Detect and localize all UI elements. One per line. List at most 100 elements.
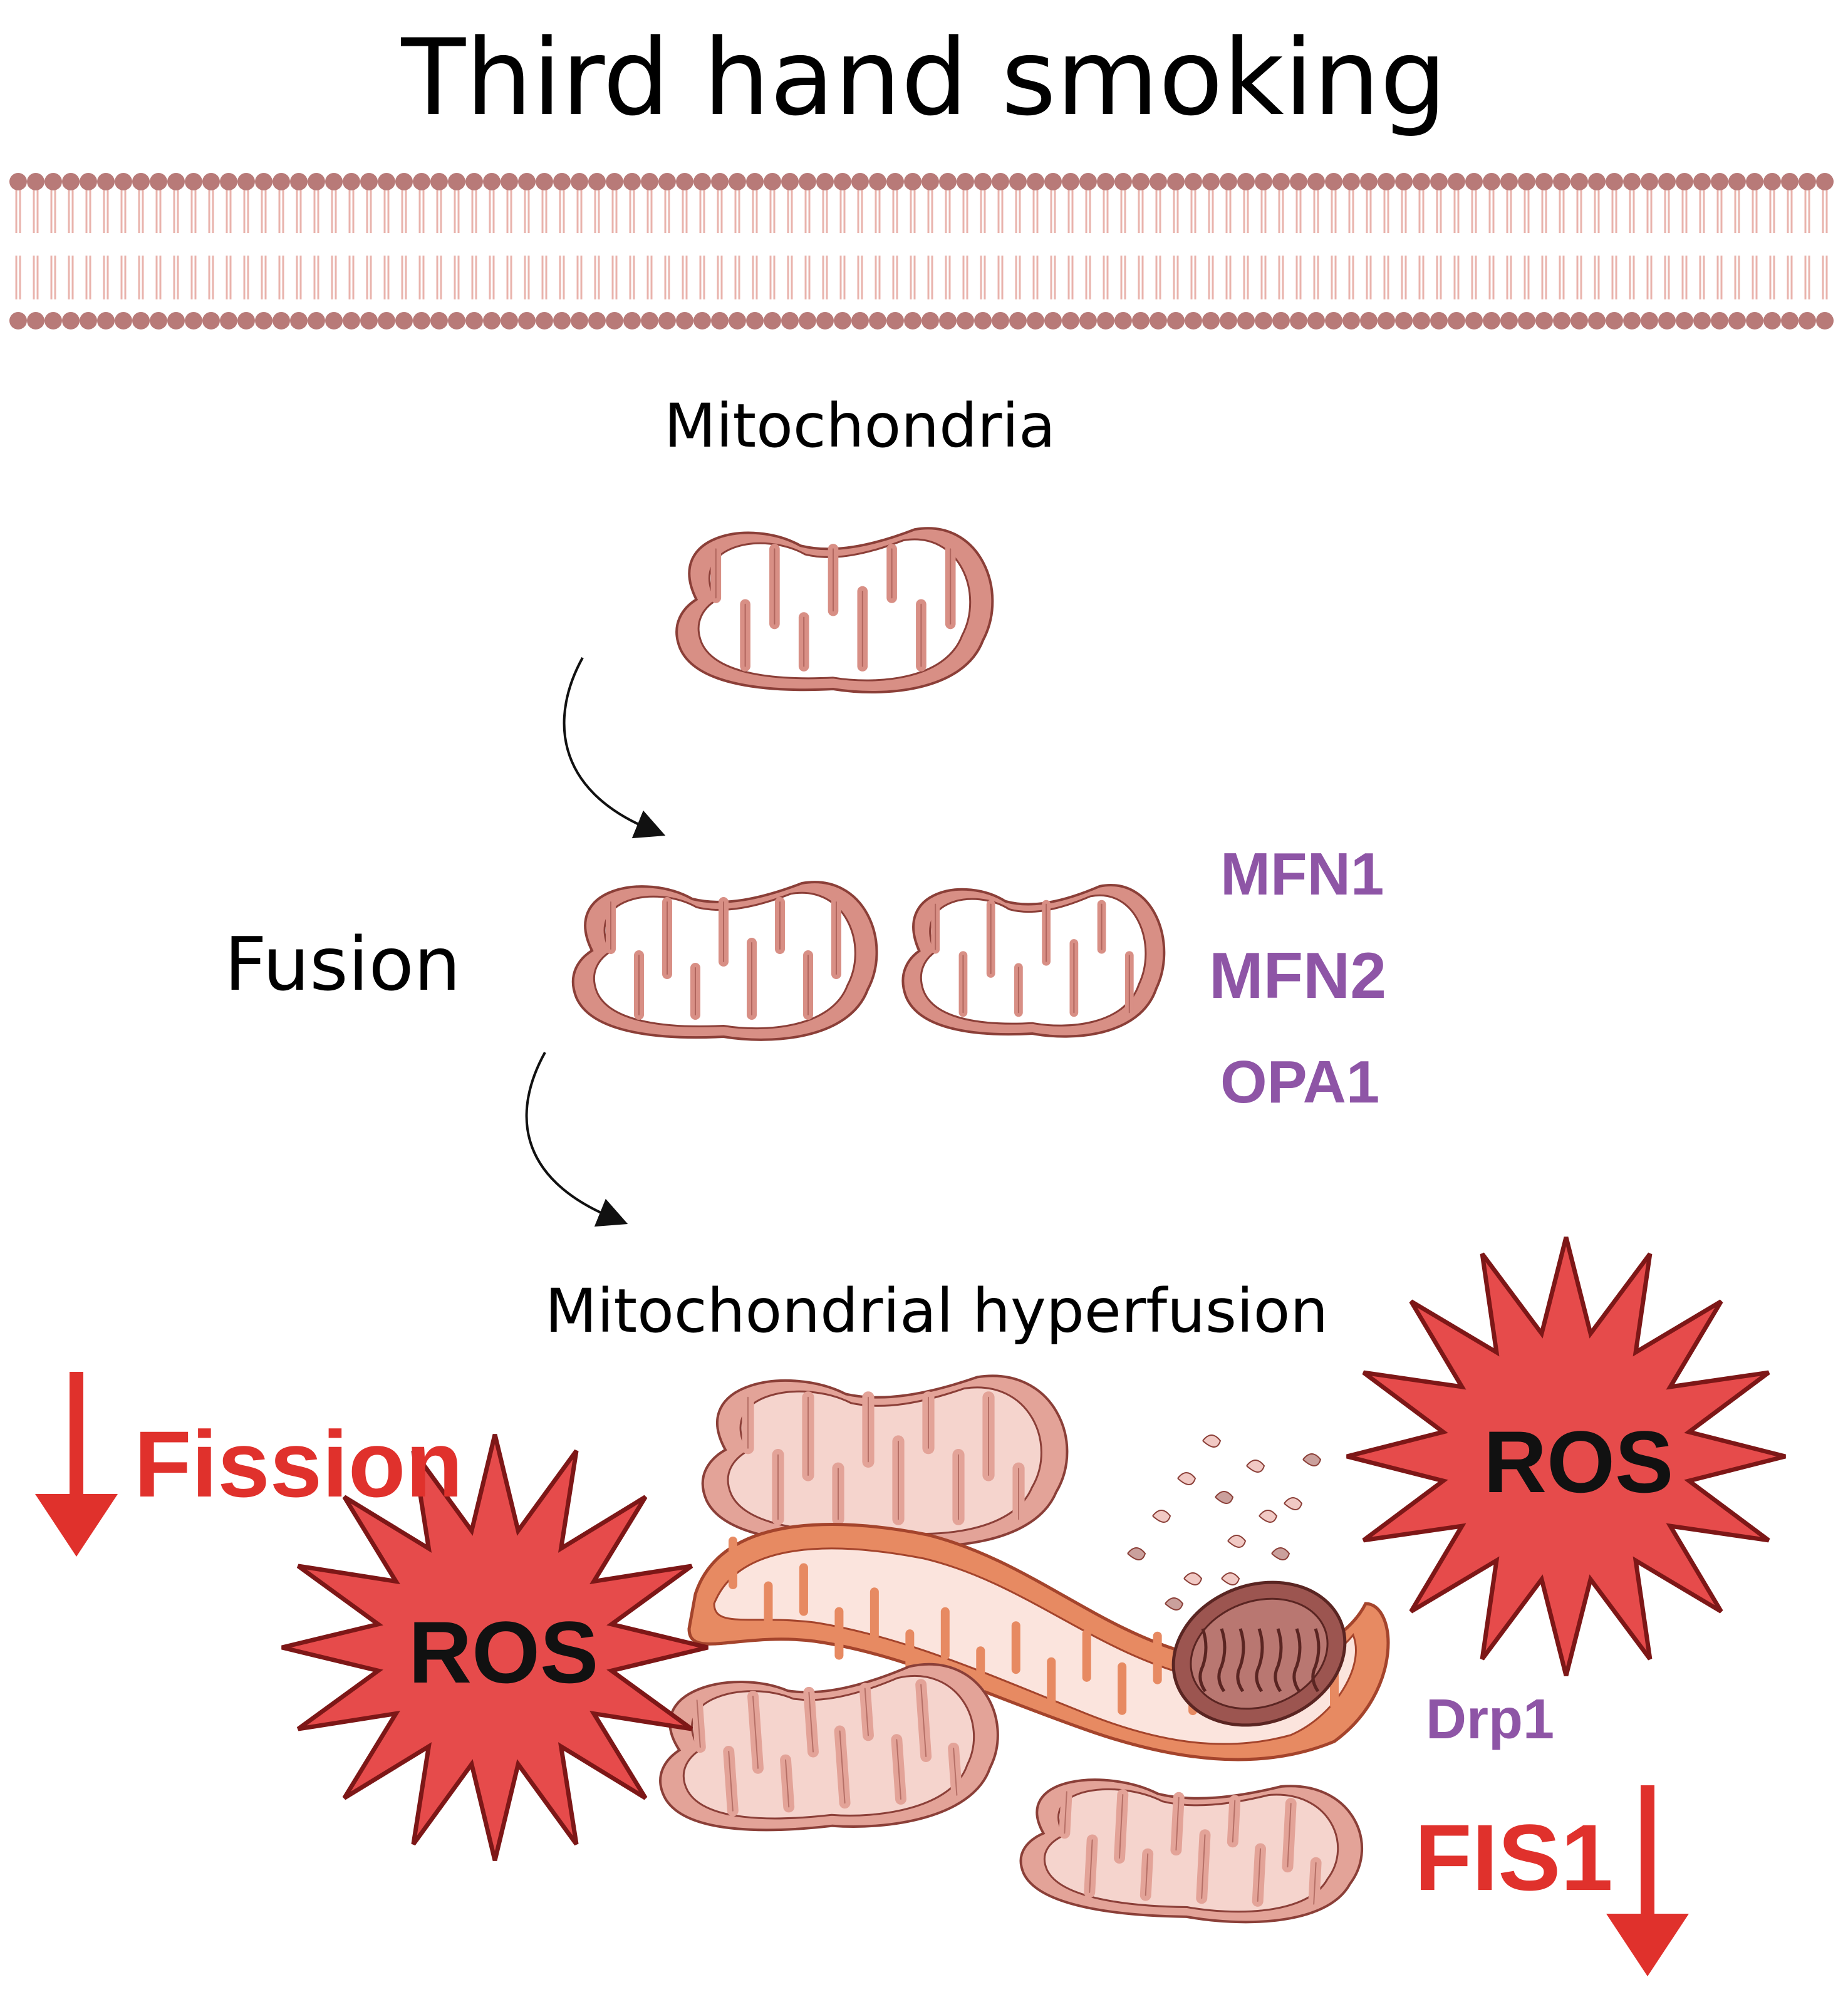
- lipid-head: [483, 312, 501, 329]
- protein-drp1: Drp1: [1426, 1688, 1555, 1751]
- lipid-head: [1185, 173, 1202, 190]
- mito-crista-line: [920, 1684, 927, 1758]
- lipid-head: [1272, 312, 1290, 329]
- lipid-head: [202, 173, 220, 190]
- lipid-head: [518, 312, 536, 329]
- lipid-head: [851, 173, 869, 190]
- lipid-head: [501, 312, 518, 329]
- lipid-head: [1097, 173, 1114, 190]
- lipid-head: [448, 312, 465, 329]
- damaged-crista: [1236, 1628, 1245, 1693]
- membrane-fragment: [1284, 1497, 1303, 1510]
- lipid-head: [1044, 173, 1062, 190]
- lipid-head: [378, 173, 395, 190]
- lipid-head: [641, 173, 658, 190]
- mito-crista-line: [1232, 1800, 1236, 1843]
- lipid-head: [1307, 312, 1325, 329]
- lipid-head: [1658, 173, 1676, 190]
- ros-label-right: ROS: [1483, 1413, 1674, 1511]
- ros-label-left: ROS: [408, 1603, 599, 1701]
- lipid-head: [308, 173, 325, 190]
- lipid-head: [1360, 312, 1378, 329]
- fission-down-arrow: [35, 1372, 118, 1557]
- lipid-head: [676, 173, 693, 190]
- membrane-fragment: [1259, 1510, 1278, 1523]
- lipid-head: [167, 173, 185, 190]
- lipid-head: [1606, 173, 1623, 190]
- lipid-head: [658, 173, 676, 190]
- damaged-crista: [1198, 1628, 1208, 1693]
- lipid-head: [1483, 173, 1500, 190]
- lipid-head: [1062, 173, 1079, 190]
- lipid-head: [676, 312, 693, 329]
- mito-inner-space: [920, 894, 1147, 1027]
- lipid-head: [1799, 173, 1816, 190]
- mito-crista-line: [1145, 1853, 1149, 1896]
- lipid-head: [816, 173, 834, 190]
- lipid-head: [395, 173, 413, 190]
- lipid-head: [150, 312, 167, 329]
- fusion-label: Fusion: [224, 921, 461, 1007]
- lipid-head: [62, 312, 80, 329]
- lipid-head: [746, 312, 764, 329]
- protein-mfn2: MFN2: [1209, 940, 1387, 1012]
- lipid-head: [1606, 312, 1623, 329]
- lipid-head: [343, 312, 360, 329]
- lipid-head: [1044, 312, 1062, 329]
- lipid-head: [711, 312, 729, 329]
- lipid-head: [115, 312, 132, 329]
- lipid-head: [343, 173, 360, 190]
- lipid-head: [80, 312, 97, 329]
- mitochondrion-fusion-left: [571, 881, 878, 1041]
- lipid-head: [781, 312, 799, 329]
- lipid-head: [430, 312, 448, 329]
- lipid-head: [308, 312, 325, 329]
- lipid-head: [571, 312, 588, 329]
- lipid-head: [1378, 312, 1395, 329]
- mito-crista-line: [1175, 1797, 1180, 1851]
- mitochondrion-cluster-bottom-left: [659, 1663, 999, 1832]
- mitochondrion-cluster-bottom-right: [1019, 1778, 1364, 1924]
- lipid-head: [9, 312, 27, 329]
- lipid-head: [1623, 312, 1641, 329]
- lipid-head: [1114, 312, 1132, 329]
- lipid-head: [1132, 312, 1150, 329]
- lipid-head: [1009, 173, 1027, 190]
- protein-mfn1: MFN1: [1220, 841, 1384, 908]
- lipid-head: [9, 173, 27, 190]
- membrane-fragment: [1302, 1453, 1322, 1466]
- damaged-crista: [1255, 1628, 1264, 1693]
- lipid-head: [413, 312, 430, 329]
- lipid-head: [325, 173, 343, 190]
- lipid-head: [44, 312, 62, 329]
- lipid-head: [553, 312, 571, 329]
- lipid-head: [1728, 312, 1746, 329]
- down-arrow-head: [1606, 1914, 1689, 1976]
- mito-crista-line: [1313, 1862, 1317, 1905]
- lipid-head: [501, 173, 518, 190]
- fis1-down-arrow: [1606, 1785, 1689, 1976]
- lipid-head: [588, 312, 606, 329]
- lipid-head: [1290, 173, 1307, 190]
- lipid-head: [641, 312, 658, 329]
- lipid-head: [220, 173, 237, 190]
- lipid-head: [1290, 312, 1307, 329]
- lipid-head: [1781, 312, 1799, 329]
- lipid-head: [255, 173, 273, 190]
- lipid-head: [1237, 312, 1255, 329]
- lipid-head: [255, 312, 273, 329]
- mito-crista-line: [1201, 1834, 1206, 1899]
- lipid-head: [623, 312, 641, 329]
- lipid-head: [1132, 173, 1150, 190]
- lipid-head: [1027, 173, 1044, 190]
- mitochondrion-fusion-right: [901, 884, 1166, 1038]
- lipid-head: [27, 173, 44, 190]
- mito-crista-line: [1257, 1848, 1262, 1902]
- lipid-head: [1325, 173, 1342, 190]
- lipid-head: [729, 312, 746, 329]
- damaged-crista: [1217, 1628, 1227, 1693]
- lipid-head: [1500, 312, 1518, 329]
- lipid-head: [1307, 173, 1325, 190]
- lipid-head: [1255, 173, 1272, 190]
- ros-burst-right: [1346, 1237, 1786, 1676]
